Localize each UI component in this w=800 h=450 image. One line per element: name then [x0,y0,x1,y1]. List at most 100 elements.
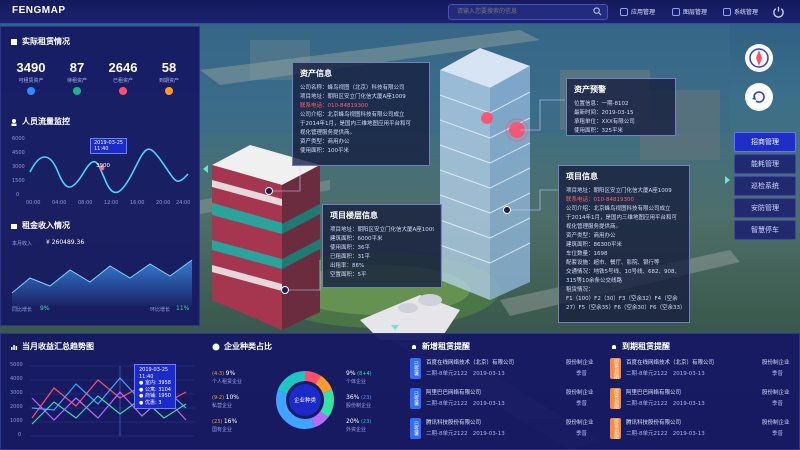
income-value: ¥ 260489.36 [46,239,85,246]
lease-term: 季普 [576,431,588,437]
enterprise-donut [276,371,334,429]
search-icon[interactable] [593,7,602,16]
lease-term: 季普 [772,431,784,437]
status-badge: 已签署 [410,418,421,439]
lease-term: 季普 [772,401,784,407]
topnav-app-manage[interactable]: 应用管理 [620,7,655,16]
asset-info-card[interactable]: 资产信息 公司名称：蜂鸟视图（北京）科技有限公司 项目地址：朝阳区安立门化信大厦… [292,62,430,166]
stat-expired: 58 到期资产 [146,60,192,95]
status-badge: 即将到期 [610,388,621,409]
people-icon [11,118,17,126]
x-tick: 12:00 [104,200,119,206]
x-tick: 16:00 [130,200,145,206]
refresh-icon[interactable] [745,83,773,111]
y-tick: 1500 [12,178,25,184]
y-tick: 4000 [10,376,23,382]
card-row: 资产类型：商用办公 [300,139,350,145]
card-title: 项目楼层信息 [330,211,378,220]
side-menu: 招商管理 能耗管理 巡检系统 安防管理 智慧停车 [734,132,796,242]
menu-item-energy[interactable]: 能耗管理 [734,154,796,174]
card-row: 已租面积：31平 [330,254,370,260]
y-tick: 1000 [10,418,23,424]
yoy-label: 同比增长 [12,307,33,313]
project-info-card[interactable]: 项目信息 项目地址：朝阳区安立门化信大厦A座1009 联系电话：010-8481… [558,165,690,323]
check-icon [27,87,35,95]
y-tick: 0 [16,192,20,198]
alarm-info-card[interactable]: 资产预警 位置信息：一期-8102 最新时间：2019-03-15 承租单位：X… [566,78,676,136]
x-tick: 08:00 [78,200,93,206]
x-tick: 04:00 [52,200,67,206]
card-row: 视化管理服务提供商。 [566,224,622,230]
list-item[interactable]: 即将到期 腾讯科技股份有限公司 二期-8单元2122 2019-03-13 股份… [610,416,796,440]
card-row: 公司介绍：北京蜂鸟视图科技有限公司成立 [566,206,671,212]
list-item[interactable]: 即将到期 百度在线网络技术（北京）有限公司 二期-8单元2122 2019-03… [610,356,796,380]
chart-icon [11,344,18,350]
app-logo: FENGMAP [12,5,66,16]
card-row: 于2014年1月，是国内三维地图应用平台和可 [566,215,677,221]
stat-value: 58 [161,60,177,75]
lease-address: 二期-8单元2122 2019-03-13 [626,371,705,377]
card-row: 资产类型：商用办公 [566,233,616,239]
search-input[interactable] [448,4,608,20]
card-row: 最新时间：2019-03-15 [574,110,634,116]
new-leases-title: 新增租赁提醒 [410,341,470,352]
list-item[interactable]: 已签署 腾讯科技股份有限公司 二期-8单元2122 2019-03-13 股份制… [410,416,600,440]
power-icon[interactable] [772,5,785,18]
x-tick: 20:00 [156,200,171,206]
clock-icon [73,87,81,95]
card-title: 项目信息 [566,172,598,181]
company-name: 阿里巴巴网络有限公司 [626,390,682,396]
card-row: 27）F5（空余35）F6（空余30）F6（空余33） [566,305,682,311]
company-type: 股份制企业 [762,360,790,366]
rental-title: 实际租赁情况 [10,36,70,47]
compass-icon[interactable] [745,44,773,72]
legend-item: 9% (8+4) [346,370,372,377]
traffic-line [29,148,189,194]
card-row: 315等10余条公交线路 [566,278,622,284]
company-type: 股份制企业 [566,360,594,366]
topnav-system-manage[interactable]: 系统管理 [723,7,758,16]
chevron-left-icon[interactable] [203,165,208,173]
menu-item-investment[interactable]: 招商管理 [734,132,796,152]
topnav-layer-manage[interactable]: 图层管理 [672,7,707,16]
lease-address: 二期-8单元2122 2019-03-13 [626,401,705,407]
lease-term: 季普 [576,371,588,377]
company-type: 股份制企业 [762,390,790,396]
chevron-down-icon[interactable] [391,325,399,330]
pie-icon [212,343,220,350]
stat-value: 2646 [108,60,138,75]
topnav-label: 系统管理 [734,9,759,16]
layers-icon [672,7,680,16]
status-badge: 已签署 [410,358,421,379]
card-row: 项目地址：朝阳区安立门化信大厦A座1009 [566,188,672,194]
card-row: 位置信息：一期-8102 [574,101,629,107]
card-row: 公司名称：蜂鸟视图（北京）科技有限公司 [300,85,405,91]
list-item[interactable]: 已签署 阿里巴巴网络有限公司 二期-8单元2122 2019-03-13 股份制… [410,386,600,410]
app-grid-icon [620,7,628,16]
card-row: 项目地址：朝阳区安立门化信大厦A座1009 [330,227,434,233]
list-item[interactable]: 即将到期 阿里巴巴网络有限公司 二期-8单元2122 2019-03-13 股份… [610,386,796,410]
legend-item: (9-2) 10% [212,394,240,401]
stat-label: 到期资产 [158,78,179,84]
menu-item-security[interactable]: 安防管理 [734,198,796,218]
legend-label: 股份制企业 [346,403,372,409]
menu-item-parking[interactable]: 智慧停车 [734,220,796,240]
lease-address: 二期-8单元2122 2019-03-13 [426,401,505,407]
chevron-right-icon[interactable] [725,176,730,184]
list-item[interactable]: 已签署 百度在线网络技术（北京）有限公司 二期-8单元2122 2019-03-… [410,356,600,380]
lease-term: 季普 [772,371,784,377]
legend-label: 个体企业 [346,379,367,385]
mom-label: 环比增长 [150,307,171,313]
floor-info-card[interactable]: 项目楼层信息 项目地址：朝阳区安立门化信大厦A座1009 建筑面积：6000平米… [322,204,442,288]
revenue-title: 当月收益汇总趋势图 [10,341,94,352]
card-row: 联系电话：010-84819300 [300,103,368,109]
income-area [11,259,193,306]
lease-address: 二期-8单元2122 2019-03-13 [626,431,705,437]
y-tick: 3000 [12,164,25,170]
card-row: 出租率：86% [330,263,365,269]
status-badge: 即将到期 [610,418,621,439]
expiring-list: 即将到期 百度在线网络技术（北京）有限公司 二期-8单元2122 2019-03… [610,356,796,446]
menu-item-inspection[interactable]: 巡检系统 [734,176,796,196]
wallet-icon [11,223,17,229]
card-row: 车位数量：1698 [566,251,608,257]
